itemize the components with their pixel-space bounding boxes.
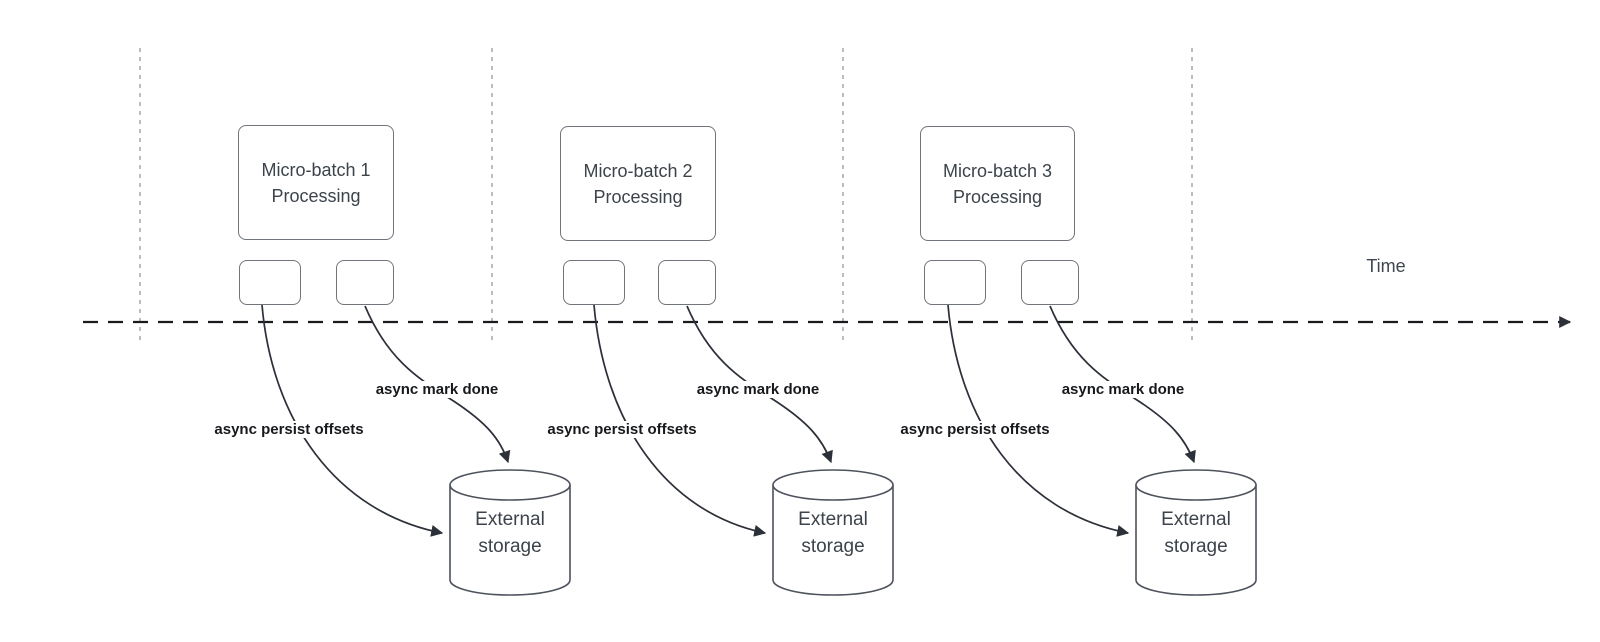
micro-batch-2-processing-node: Micro-batch 2 Processing [560,126,716,241]
batch-title: Micro-batch 2 [583,160,693,181]
cylinder-top [772,469,894,501]
external-storage-label-1: External storage [455,506,565,560]
persist-offsets-task-node-2 [563,260,625,305]
mark-done-label-2: async mark done [693,381,823,398]
mark-done-label-3: async mark done [1058,381,1188,398]
batch-subtitle: Processing [593,186,683,207]
persist-offsets-arrow-1 [261,304,444,537]
persist-offsets-label-2: async persist offsets [544,421,700,438]
storage-line2: storage [801,536,865,557]
time-axis-label: Time [1366,256,1406,276]
persist-offsets-arrow-2 [593,304,767,537]
micro-batch-3-label: Micro-batch 3 Processing [943,158,1052,210]
cylinder-top [1135,469,1257,501]
mark-done-arrow-1 [364,305,511,464]
external-storage-label-3: External storage [1141,506,1251,560]
mark-done-task-node-3 [1021,260,1079,305]
storage-cylinder-2 [772,469,894,596]
mark-done-arrow-2 [686,305,833,464]
storage-cylinder-3 [1135,469,1257,596]
cylinder-body [449,485,571,596]
storage-cylinder-1 [449,469,571,596]
mark-done-task-node-1 [336,260,394,305]
persist-offsets-arrow-3 [947,304,1130,537]
interval-separators [139,48,1193,340]
batch-subtitle: Processing [271,185,361,206]
micro-batch-1-label: Micro-batch 1 Processing [261,157,370,209]
storage-line1: External [475,509,545,530]
micro-batch-3-processing-node: Micro-batch 3 Processing [920,126,1075,241]
persist-offsets-task-node-1 [239,260,301,305]
cylinder-top [449,469,571,501]
mark-done-task-node-2 [658,260,716,305]
storage-line2: storage [1164,536,1228,557]
external-storage-label-2: External storage [778,506,888,560]
cylinder-body [1135,485,1257,596]
storage-line2: storage [478,536,542,557]
cylinder-body [772,485,894,596]
mark-done-arrow-3 [1049,305,1196,464]
batch-subtitle: Processing [952,186,1043,207]
batch-title: Micro-batch 3 [942,160,1053,181]
mark-done-label-1: async mark done [372,381,502,398]
persist-offsets-task-node-3 [924,260,986,305]
batch-title: Micro-batch 1 [261,159,371,180]
micro-batch-2-label: Micro-batch 2 Processing [583,158,692,210]
micro-batch-1-processing-node: Micro-batch 1 Processing [238,125,394,240]
persist-offsets-label-3: async persist offsets [897,421,1053,438]
storage-line1: External [798,509,868,530]
persist-offsets-label-1: async persist offsets [211,421,367,438]
storage-line1: External [1161,509,1231,530]
